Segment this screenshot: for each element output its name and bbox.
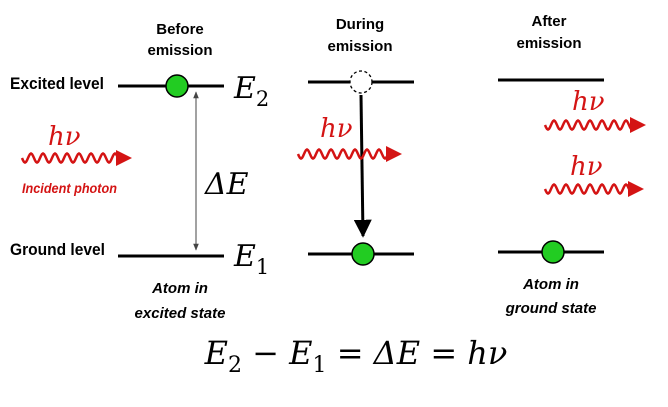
before-heading-line2: emission xyxy=(147,42,212,59)
before-heading-line1: Before xyxy=(156,21,204,38)
after-atom-electron xyxy=(541,240,565,264)
incident-photon-wave xyxy=(20,152,120,164)
e1-label: E1 xyxy=(233,239,269,279)
after-photon-2-symbol: hν xyxy=(570,152,603,182)
during-heading-line1: During xyxy=(336,16,384,33)
before-atom-electron xyxy=(165,74,189,98)
after-photon-2-wave xyxy=(543,183,632,195)
excited-level-label: Excited level xyxy=(10,74,104,93)
during-atom-electron xyxy=(351,242,375,266)
energy-equation: E2 − E1 = ΔE = hν xyxy=(204,334,508,378)
after-photon-2-arrowhead xyxy=(628,181,644,197)
during-photon-wave xyxy=(296,148,390,160)
after-photon-1-symbol: hν xyxy=(572,87,605,117)
incident-photon-symbol: hν xyxy=(48,122,81,152)
incident-photon-arrowhead xyxy=(116,150,132,166)
incident-photon-label: Incident photon xyxy=(22,180,117,196)
during-vacated-state xyxy=(349,70,373,94)
delta-e-symbol: ΔE xyxy=(204,167,249,202)
during-photon-symbol: hν xyxy=(320,114,353,144)
after-caption-line1: Atom in xyxy=(522,276,579,293)
before-caption-line2: excited state xyxy=(135,305,226,322)
during-heading-line2: emission xyxy=(327,38,392,55)
ground-level-label: Ground level xyxy=(10,240,105,259)
during-photon-arrowhead xyxy=(386,146,402,162)
after-caption-line2: ground state xyxy=(505,300,597,317)
after-photon-1-arrowhead xyxy=(630,117,646,133)
after-photon-1-wave xyxy=(543,119,633,131)
e2-label: E2 xyxy=(233,71,269,111)
after-heading-line2: emission xyxy=(516,35,581,52)
during-transition-arrow xyxy=(353,94,372,238)
before-caption-line1: Atom in xyxy=(151,280,208,297)
after-heading-line1: After xyxy=(531,13,566,30)
